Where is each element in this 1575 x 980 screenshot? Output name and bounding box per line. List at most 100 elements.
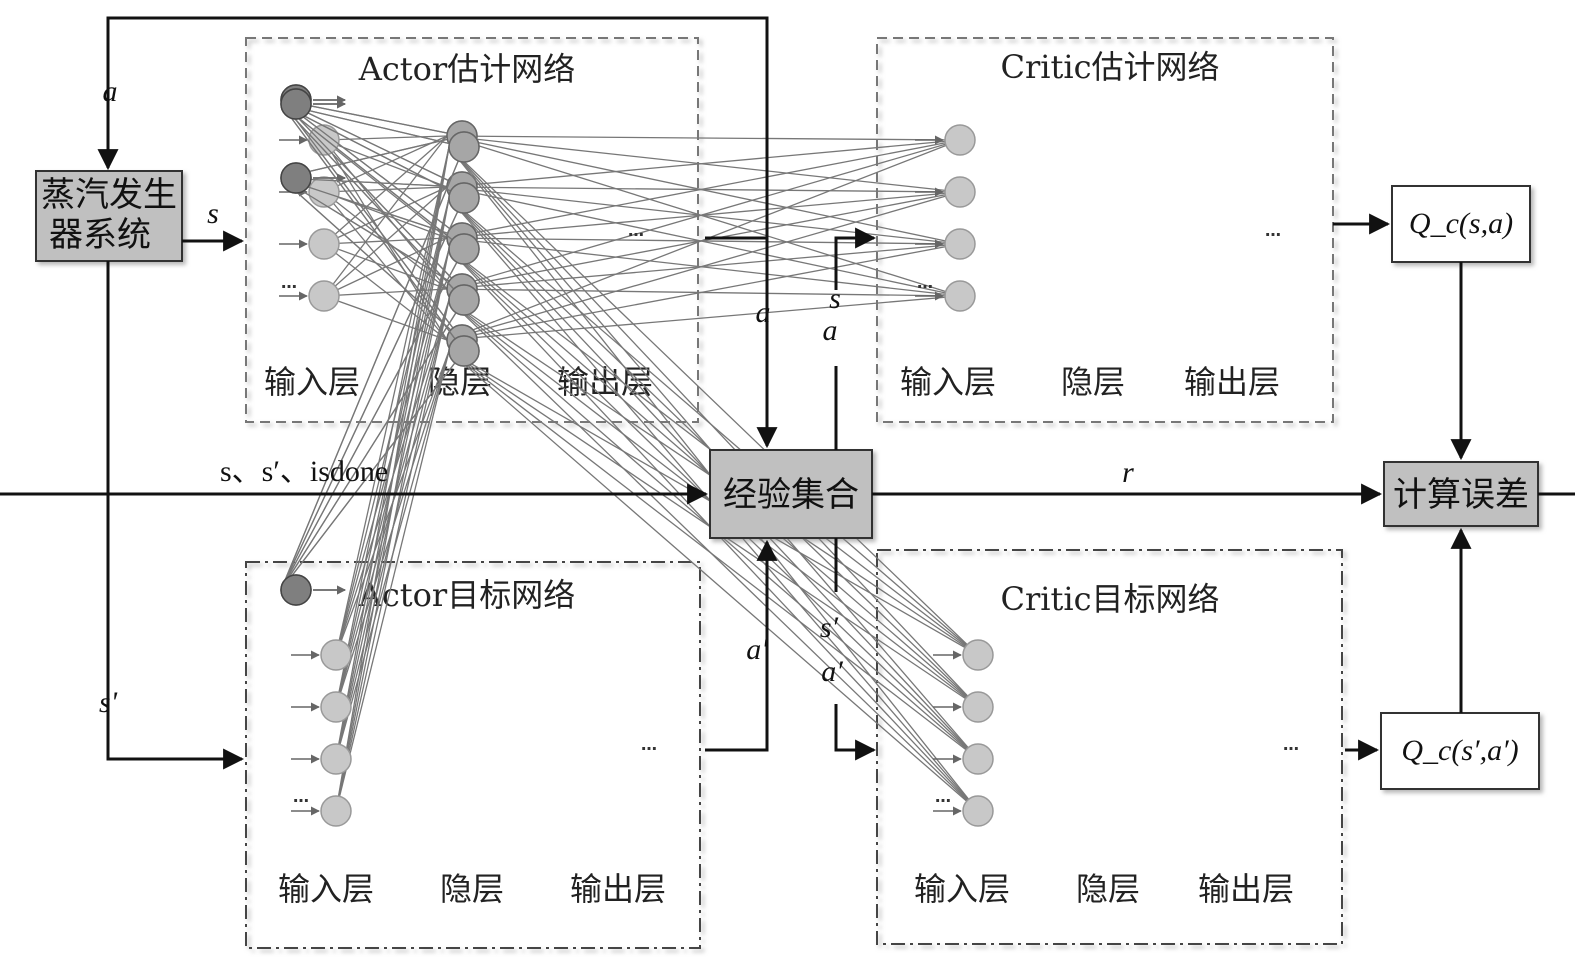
critic-target-output-label: 输出层 bbox=[1198, 870, 1294, 908]
nn-edge bbox=[335, 146, 450, 812]
nn-input-node bbox=[308, 228, 340, 260]
signal-sprime-left: s' bbox=[99, 686, 118, 719]
signal-s-critic: s bbox=[829, 282, 841, 315]
compute-error-label: 计算误差 bbox=[1393, 475, 1529, 515]
nn-edge bbox=[280, 103, 465, 352]
nn-edge bbox=[280, 248, 465, 591]
nn-edge bbox=[280, 99, 463, 290]
actor-target-output-label: 输出层 bbox=[570, 870, 666, 908]
signal-aprime: a′ bbox=[746, 633, 768, 666]
arrow-sprime-to-actor-target bbox=[106, 261, 245, 770]
nn-edge bbox=[280, 99, 463, 341]
nn-edge bbox=[335, 146, 450, 760]
critic-eval-output-label: 输出层 bbox=[1184, 363, 1280, 401]
nn-edge bbox=[446, 135, 961, 141]
nn-hidden-node bbox=[448, 335, 480, 367]
arrow-a-to-experience bbox=[705, 236, 778, 449]
nn-input-node bbox=[320, 639, 352, 671]
actor-eval-input-ellipsis: … bbox=[281, 273, 297, 292]
nn-edge bbox=[280, 299, 465, 591]
nn-input-node bbox=[962, 743, 994, 775]
nn-input-node bbox=[944, 228, 976, 260]
nn-input-node bbox=[320, 691, 352, 723]
nn-edge bbox=[335, 146, 450, 656]
critic-target-input-ellipsis: … bbox=[935, 787, 951, 806]
arrow-sa-to-critic bbox=[834, 227, 877, 290]
critic-target-network-panel: Critic目标网络 输入层 隐层 输出层 bbox=[280, 88, 1343, 945]
nn-input-node bbox=[962, 795, 994, 827]
experience-set-box: 经验集合 bbox=[709, 449, 873, 539]
steam-generator-label-2: 器系统 bbox=[49, 215, 151, 255]
q-eval-label: Q_c(s,a) bbox=[1409, 207, 1513, 240]
q-eval-box: Q_c(s,a) bbox=[1391, 185, 1531, 263]
signal-a-exp: a bbox=[756, 296, 771, 329]
nn-input-node bbox=[962, 639, 994, 671]
nn-edge bbox=[280, 177, 463, 239]
critic-eval-title: Critic估计网络 bbox=[1000, 48, 1219, 86]
nn-input-node bbox=[944, 280, 976, 312]
nn-input-node bbox=[944, 176, 976, 208]
signal-sprime-critic: s′ bbox=[820, 611, 839, 644]
critic-eval-hidden-label: 隐层 bbox=[1061, 363, 1125, 401]
steam-generator-box: 蒸汽发生 器系统 bbox=[35, 170, 183, 262]
nn-edge bbox=[323, 135, 448, 245]
nn-edge bbox=[280, 103, 465, 199]
nn-edge bbox=[280, 103, 465, 148]
nn-edge bbox=[280, 177, 463, 290]
nn-edge bbox=[335, 146, 450, 708]
critic-eval-input-label: 输入层 bbox=[900, 363, 996, 401]
signal-main-flow: s、s′、isdone bbox=[220, 455, 388, 488]
nn-output-node bbox=[280, 162, 312, 194]
nn-edge bbox=[335, 350, 450, 812]
nn-hidden-node bbox=[448, 182, 480, 214]
critic-eval-output-ellipsis: … bbox=[1265, 221, 1281, 240]
nn-edge bbox=[446, 135, 961, 245]
nn-edge bbox=[323, 135, 448, 193]
nn-edge bbox=[280, 103, 465, 301]
nn-edge bbox=[335, 299, 450, 812]
signal-r: r bbox=[1122, 456, 1134, 489]
nn-edge bbox=[280, 197, 465, 591]
actor-target-output-ellipsis: … bbox=[641, 735, 657, 754]
signal-aprime-critic: a′ bbox=[821, 655, 843, 688]
experience-set-label: 经验集合 bbox=[723, 475, 859, 515]
nn-edge bbox=[448, 146, 979, 656]
nn-edge bbox=[446, 295, 961, 341]
nn-edge bbox=[280, 135, 463, 179]
nn-edge bbox=[446, 186, 961, 297]
actor-eval-output-ellipsis: … bbox=[628, 221, 644, 240]
critic-target-hidden-label: 隐层 bbox=[1076, 870, 1140, 908]
nn-edge bbox=[323, 295, 448, 341]
actor-target-input-label: 输入层 bbox=[278, 870, 374, 908]
nn-edge bbox=[448, 146, 979, 708]
nn-edge bbox=[280, 99, 463, 188]
nn-edge bbox=[335, 197, 450, 812]
nn-edge bbox=[446, 237, 961, 297]
nn-edge bbox=[335, 248, 450, 812]
nn-input-node bbox=[320, 743, 352, 775]
signal-a-top: a bbox=[103, 75, 118, 108]
compute-error-box: 计算误差 bbox=[1383, 461, 1539, 527]
nn-edge bbox=[280, 350, 465, 591]
critic-target-title: Critic目标网络 bbox=[1000, 580, 1219, 618]
nn-edge bbox=[446, 288, 961, 297]
signal-a-critic: a bbox=[823, 314, 838, 347]
nn-edge bbox=[280, 146, 465, 591]
arrow-a-to-steam bbox=[97, 16, 769, 238]
actor-eval-input-label: 输入层 bbox=[264, 363, 360, 401]
nn-hidden-node bbox=[448, 131, 480, 163]
nn-edge bbox=[323, 135, 448, 141]
q-target-box: Q_c(s′,a′) bbox=[1380, 712, 1540, 790]
nn-edge bbox=[446, 135, 961, 297]
actor-target-hidden-label: 隐层 bbox=[440, 870, 504, 908]
actor-target-title: Actor目标网络 bbox=[358, 576, 575, 614]
critic-eval-nn bbox=[280, 84, 976, 356]
nn-output-node bbox=[280, 574, 312, 606]
nn-hidden-node bbox=[448, 233, 480, 265]
arrow-aprime-to-experience bbox=[705, 539, 778, 752]
nn-input-node bbox=[944, 124, 976, 156]
nn-input-node bbox=[308, 280, 340, 312]
critic-eval-input-ellipsis: … bbox=[917, 273, 933, 292]
actor-eval-title: Actor估计网络 bbox=[358, 50, 575, 88]
